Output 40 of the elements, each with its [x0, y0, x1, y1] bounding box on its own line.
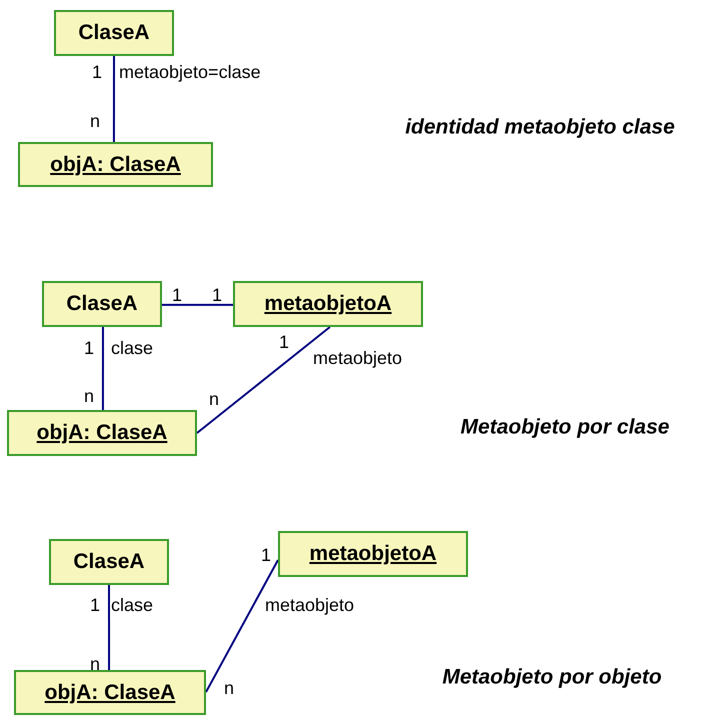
multiplicity-label: n	[90, 112, 100, 132]
object-box	[233, 281, 423, 327]
section-caption: Metaobjeto por clase	[460, 415, 670, 439]
class-box	[42, 281, 162, 327]
multiplicity-label: 1	[261, 546, 272, 566]
multiplicity-label: 1	[172, 286, 182, 306]
object-name: objA: ClaseA	[44, 680, 176, 704]
object-name: metaobjetoA	[264, 292, 392, 316]
edge-label: metaobjeto	[312, 349, 404, 369]
association-line	[196, 326, 331, 434]
association-line	[108, 585, 110, 670]
multiplicity-label: n	[209, 390, 220, 410]
object-box	[7, 410, 197, 456]
multiplicity-label: 1	[92, 63, 102, 83]
multiplicity-label: n	[84, 387, 94, 407]
class-name: ClaseA	[66, 292, 138, 316]
multiplicity-label: 1	[90, 596, 100, 616]
object-name: objA: ClaseA	[36, 421, 168, 445]
association-line	[205, 560, 279, 693]
object-name: metaobjetoA	[309, 542, 437, 566]
object-box	[18, 142, 213, 187]
class-name: ClaseA	[78, 21, 150, 45]
multiplicity-label: n	[90, 655, 100, 675]
association-line	[102, 327, 104, 410]
class-name: ClaseA	[73, 550, 145, 574]
section-caption: Metaobjeto por objeto	[442, 665, 662, 689]
class-box	[49, 539, 169, 585]
object-name: objA: ClaseA	[50, 152, 181, 176]
class-box	[54, 10, 174, 56]
object-box	[14, 670, 206, 715]
multiplicity-label: n	[224, 679, 234, 699]
edge-label: metaobjeto=clase	[118, 63, 262, 83]
association-line	[112, 56, 115, 142]
multiplicity-label: 1	[212, 286, 222, 306]
edge-label: metaobjeto	[264, 596, 356, 616]
multiplicity-label: 1	[84, 339, 94, 359]
association-line	[162, 304, 233, 306]
object-box	[278, 531, 468, 577]
multiplicity-label: 1	[279, 333, 290, 353]
section-caption: identidad metaobjeto clase	[405, 115, 675, 139]
